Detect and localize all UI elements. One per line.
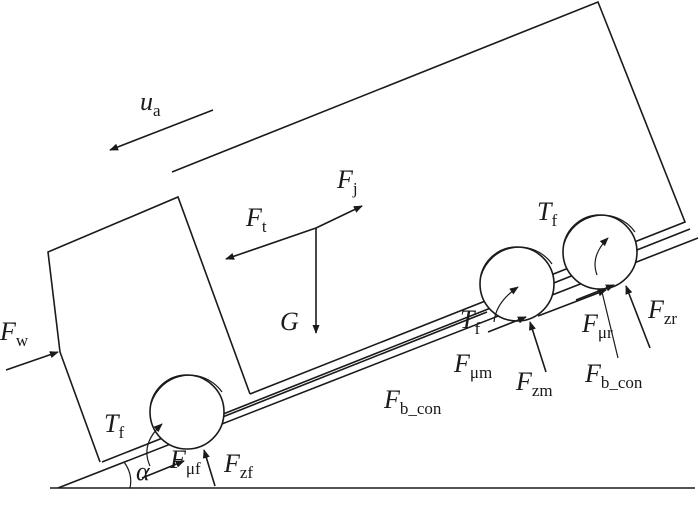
truck-cargo-box [171,0,687,395]
label-Tf-rear: Tf [537,197,557,230]
wind-force-arrow [5,351,59,371]
rear-bcon-leader [601,291,619,359]
label-alpha: α [136,457,151,486]
middle-normal-arrow [529,321,547,373]
middle-friction-arrow [487,316,527,333]
label-Fbcon-rear: Fb_con [584,359,643,392]
front-friction-arrow [141,460,185,479]
label-Fmuf: Fμf [169,445,201,478]
middle-torque-arrow [493,286,519,323]
label-Tf-mid: Tf [460,305,480,338]
label-Fzf: Fzf [223,449,253,482]
front-normal-arrow [202,449,216,487]
label-ua: ua [140,87,161,120]
label-Fzm: Fzm [515,367,553,400]
front-wheel [149,374,225,450]
label-Fzr: Fzr [647,295,677,328]
label-Fmur: Fμr [581,309,613,342]
inertia-force-arrow [315,205,363,229]
truck-cab [47,195,251,463]
label-Ft: Ft [245,203,267,236]
label-Fw: Fw [0,317,29,350]
label-Fj: Fj [336,165,358,198]
rear-wheel [562,214,638,290]
label-Fmum: Fμm [453,349,492,382]
label-Tf-front: Tf [104,409,124,442]
rear-friction-arrow [575,284,615,301]
traction-force-arrow [225,227,317,260]
label-Fbcon-mid: Fb_con [383,385,442,418]
middle-wheel [479,246,555,322]
rear-normal-arrow [625,285,651,349]
velocity-arrow [109,109,214,151]
rear-torque-arrow [594,237,609,276]
mid-bcon-arrow [537,289,607,317]
slope-angle-arc [123,461,132,489]
label-G: G [280,307,299,336]
truck-chassis-lower [214,311,488,421]
front-torque-arrow [146,423,163,467]
